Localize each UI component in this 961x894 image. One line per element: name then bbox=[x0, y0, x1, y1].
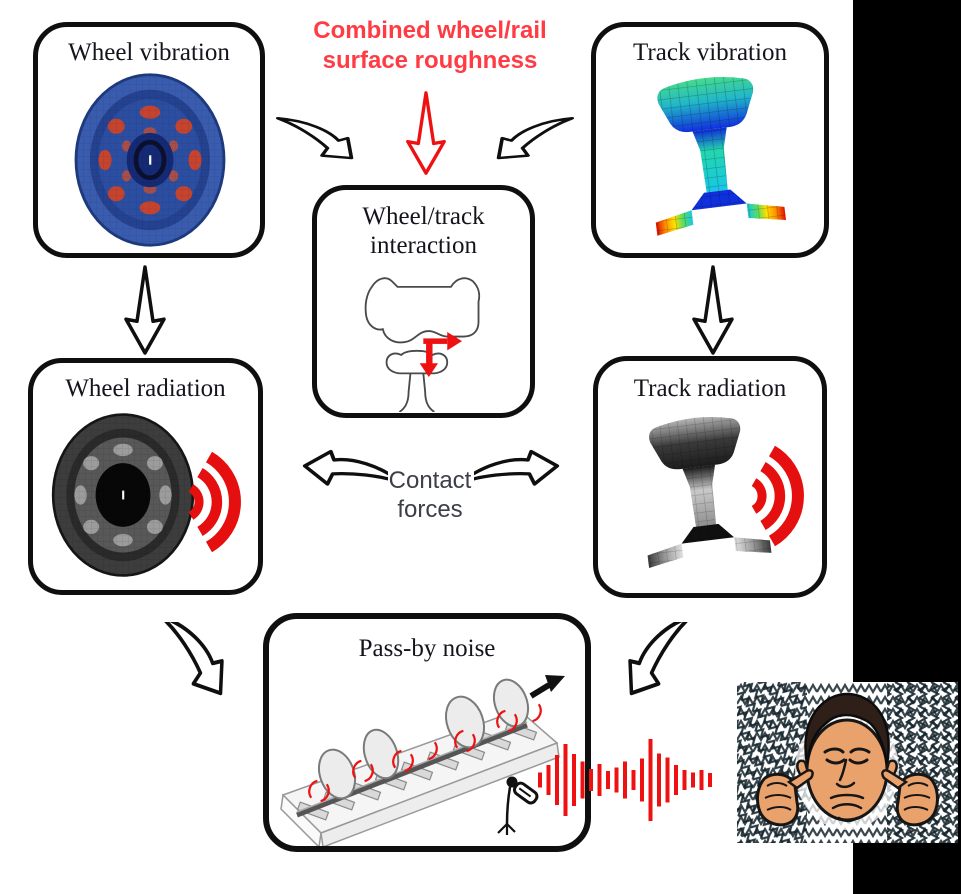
curved-flow-arrow-wheelrad-to-passby bbox=[159, 622, 224, 696]
wheel-radiation-image bbox=[51, 413, 195, 577]
track-radiation-title: Track radiation bbox=[633, 375, 787, 402]
track-radiation-image bbox=[646, 415, 772, 568]
sound-waves-icon bbox=[188, 451, 241, 553]
curved-flow-arrow-wheel-to-interaction bbox=[276, 117, 354, 160]
curved-flow-arrow-trackrad-to-passby bbox=[628, 622, 693, 696]
passby-scene-image bbox=[280, 675, 565, 846]
contact-forces-label: Contact forces bbox=[388, 467, 472, 523]
passby-title: Pass-by noise bbox=[358, 635, 496, 662]
interaction-box: Wheel/track interaction bbox=[312, 185, 535, 418]
track-radiation-box: Track radiation bbox=[593, 356, 827, 598]
flow-down-arrow-track bbox=[692, 265, 734, 355]
sound-waves-icon bbox=[751, 445, 804, 547]
roughness-arrow-icon bbox=[406, 91, 446, 175]
flow-down-arrow-wheel bbox=[124, 265, 166, 355]
track-vibration-title: Track vibration bbox=[633, 39, 787, 66]
wheel-radiation-title: Wheel radiation bbox=[65, 375, 226, 402]
wheel-vibration-title: Wheel vibration bbox=[68, 39, 230, 66]
curved-flow-arrow-contact-left bbox=[302, 449, 388, 486]
track-fem-image bbox=[654, 75, 787, 236]
curved-flow-arrow-track-to-interaction bbox=[496, 117, 574, 160]
track-vibration-box: Track vibration bbox=[591, 22, 829, 258]
interaction-diagram-image bbox=[364, 277, 481, 412]
curved-flow-arrow-contact-right bbox=[474, 449, 560, 486]
wheel-fem-image bbox=[74, 73, 226, 247]
contact-force-arrows-icon bbox=[419, 331, 462, 378]
wheel-vibration-box: Wheel vibration bbox=[33, 22, 265, 258]
passby-box: Pass-by noise bbox=[263, 613, 591, 852]
microphone-icon bbox=[497, 776, 539, 835]
passby-waveform bbox=[538, 739, 712, 821]
rail-sound-marks-icon bbox=[308, 703, 542, 803]
wheel-radiation-box: Wheel radiation bbox=[28, 358, 263, 595]
train-direction-arrow-icon bbox=[529, 675, 565, 699]
interaction-title: Wheel/track interaction bbox=[362, 203, 485, 259]
ear-plug-person-image bbox=[737, 682, 958, 843]
roughness-label: Combined wheel/rail surface roughness bbox=[313, 17, 547, 74]
